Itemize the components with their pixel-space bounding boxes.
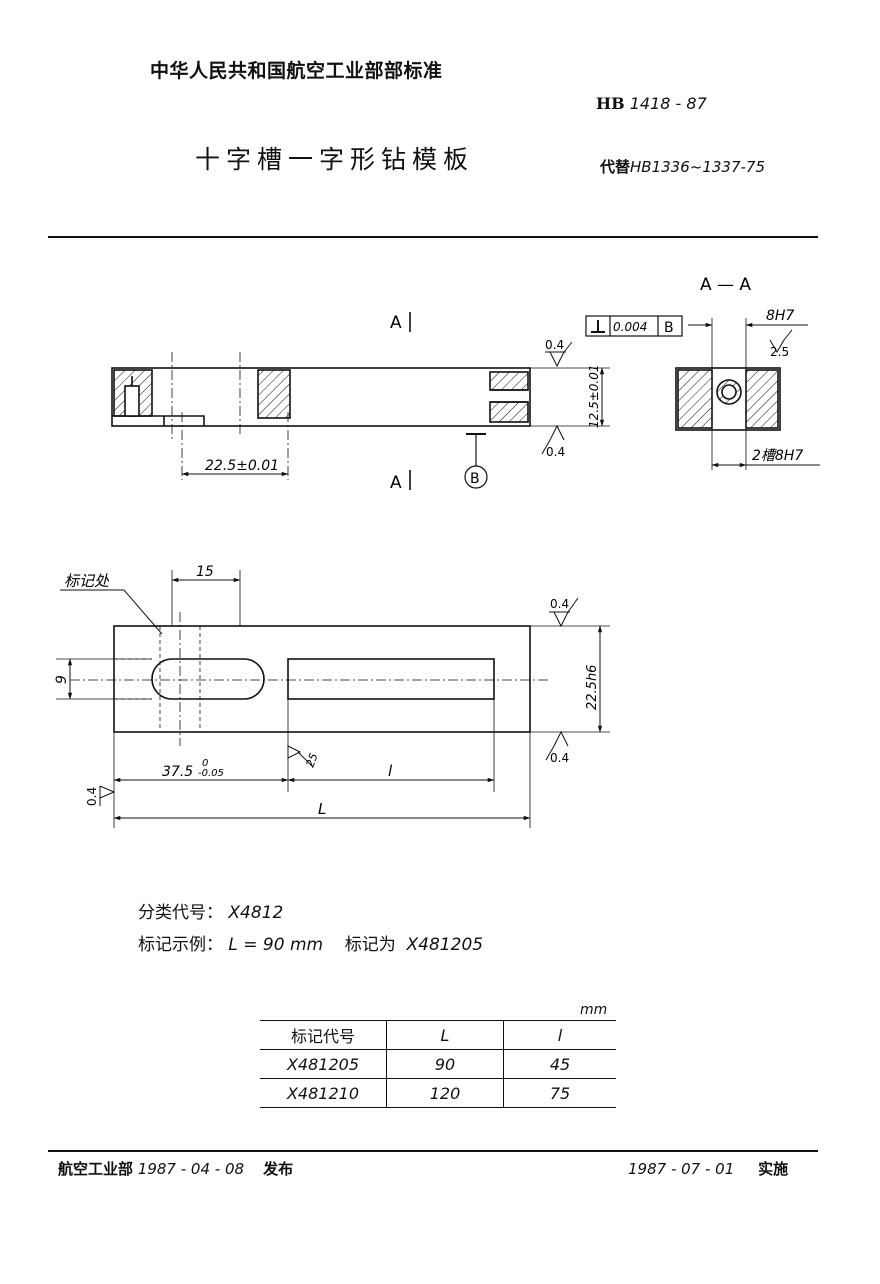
footer-issue: 航空工业部 1987 - 04 - 08 发布 — [58, 1158, 293, 1179]
table-header-row: 标记代号 L l — [260, 1020, 616, 1050]
dim-offset-lower: -0.05 — [198, 768, 224, 779]
dim-width: 22.5h6 — [585, 665, 600, 710]
cell-code: X481205 — [260, 1049, 387, 1079]
cell-L: 90 — [386, 1049, 504, 1079]
roughness-section: 2.5 — [770, 345, 789, 359]
section-view — [675, 367, 781, 431]
cell-l: 75 — [503, 1078, 616, 1108]
dim-offset: 37.5 — [162, 764, 193, 780]
mark-place-label: 标记处 — [64, 572, 110, 590]
section-label: A — A — [700, 275, 751, 295]
classification-line: 分类代号： X4812 — [138, 898, 283, 923]
datum-label: B — [470, 471, 480, 487]
perpendicularity-value: 0.004 — [613, 320, 647, 334]
cell-l: 45 — [503, 1049, 616, 1079]
example-mark-value: X481205 — [406, 935, 484, 955]
example-label: 标记示例： — [138, 935, 223, 955]
organization-title: 中华人民共和国航空工业部部标准 — [150, 60, 443, 82]
header-code: 标记代号 — [260, 1020, 387, 1050]
dim-L: L — [318, 800, 326, 818]
roughness-front-bottom: 0.4 — [546, 445, 565, 459]
standard-code: HB 1418 - 87 — [596, 94, 707, 113]
roughness-side: 0.4 — [85, 787, 99, 806]
roughness-25: 25 — [304, 751, 321, 769]
footer-issue-date: 1987 - 04 - 08 — [137, 1160, 245, 1178]
footer-effective-label: 实施 — [758, 1160, 789, 1178]
dim-l: l — [388, 762, 393, 780]
example-value: L = 90 mm — [228, 935, 324, 955]
section-mark-bottom: A — [390, 473, 402, 493]
example-mark-label: 标记为 — [344, 935, 396, 955]
roughness-plan-top: 0.4 — [550, 597, 569, 611]
table-row: X481210 120 75 — [260, 1078, 616, 1108]
plan-view — [113, 625, 531, 733]
replaces-prefix: 代替 — [600, 158, 631, 176]
footer-effective: 1987 - 07 - 01 实施 — [628, 1158, 788, 1179]
roughness-front-top: 0.4 — [545, 338, 564, 352]
front-view — [111, 367, 531, 427]
dim-pitch: 22.5±0.01 — [205, 458, 279, 474]
dim-9: 9 — [54, 675, 70, 684]
header-l: l — [503, 1020, 616, 1050]
engineering-drawing: 22.5±0.01 A A B 12.5±0.01 0.4 0.4 A — A … — [54, 275, 820, 828]
dim-15: 15 — [196, 564, 214, 580]
roughness-plan-bottom: 0.4 — [550, 751, 569, 765]
classification-label: 分类代号： — [138, 903, 223, 923]
dim-offset-upper: 0 — [202, 758, 208, 769]
table-row: X481205 90 45 — [260, 1049, 616, 1079]
classification-value: X4812 — [228, 903, 284, 923]
table-unit: mm — [580, 1002, 608, 1018]
marking-table: 标记代号 L l X481205 90 45 X481210 120 75 — [260, 1020, 616, 1108]
header-L: L — [386, 1020, 504, 1050]
dim-height: 12.5±0.01 — [587, 365, 601, 429]
section-mark-top: A — [390, 313, 402, 333]
footer-issue-label: 发布 — [263, 1160, 294, 1178]
footer-rule — [48, 1150, 818, 1152]
front-centerlines — [171, 352, 289, 480]
footer-issuer: 航空工业部 — [58, 1160, 134, 1178]
cell-code: X481210 — [260, 1078, 387, 1108]
footer-effective-date: 1987 - 07 - 01 — [628, 1160, 735, 1178]
dim-bore: 8H7 — [766, 308, 794, 324]
standard-code-prefix: HB — [596, 94, 625, 113]
perpendicularity-frame — [585, 315, 683, 337]
document-title: 十字槽一字形钻模板 — [195, 145, 475, 174]
replaces-note: 代替HB1336~1337-75 — [600, 156, 765, 177]
cell-L: 120 — [386, 1078, 504, 1108]
example-line: 标记示例： L = 90 mm 标记为 X481205 — [138, 930, 483, 955]
dim-slot: 2槽8H7 — [752, 448, 803, 464]
perpendicularity-datum: B — [664, 320, 674, 336]
header-rule — [48, 236, 818, 238]
replaces-value: HB1336~1337-75 — [630, 158, 766, 176]
standard-code-number: 1418 - 87 — [629, 94, 707, 113]
